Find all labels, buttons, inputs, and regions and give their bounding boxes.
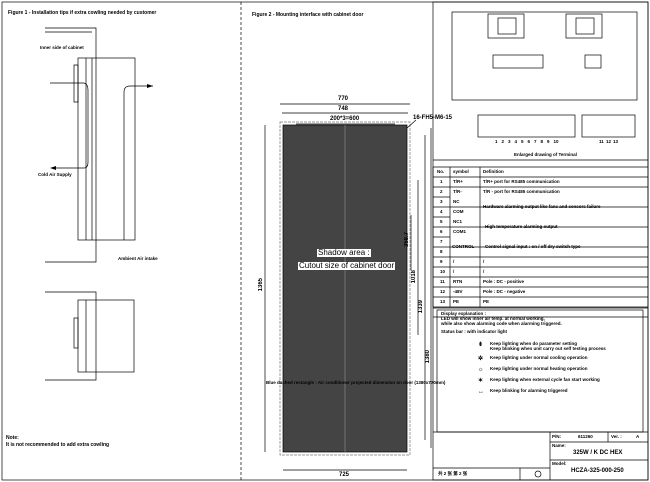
terminal-pin-label: 7: [534, 139, 537, 144]
status-indicator-text: Keep lighting when external cycle fan st…: [490, 377, 600, 382]
ver-value: A: [636, 434, 640, 439]
status-indicator-icon: ✶: [478, 378, 484, 384]
table-row-definition: /: [483, 259, 485, 264]
nc1-com1-definition: High temperature alarming output: [485, 224, 558, 229]
status-bar-text: Status bar : with indicator light: [441, 329, 508, 334]
dim-600: 200*3=600: [330, 116, 360, 122]
table-row-symbol: T/R-: [453, 189, 462, 194]
table-row-no: 7: [440, 239, 443, 244]
table-row-definition: T/R - port for RS485 communication: [483, 189, 560, 194]
ver-label: Ver. :: [611, 434, 622, 439]
status-indicator-icon: ⇟: [478, 342, 484, 348]
table-row-symbol: COM1: [453, 229, 467, 234]
table-header: symbol: [453, 169, 469, 174]
dim-770: 770: [338, 96, 349, 102]
terminal-pin-label: 8: [540, 139, 544, 144]
model-value: HCZA-325-000-250: [571, 468, 624, 474]
terminal-pin-label: 3: [508, 139, 511, 144]
table-row-no: 12: [440, 289, 446, 294]
table-row-symbol: NC1: [453, 219, 463, 224]
status-indicator-text: Keep lighting under normal heating opera…: [490, 366, 588, 371]
sheet-count: 共 2 张 第 2 张: [438, 471, 468, 476]
table-row-symbol: RTN: [453, 279, 463, 284]
figure2-title: Figure 2 - Mounting interface with cabin…: [252, 12, 364, 18]
table-row-no: 1: [440, 179, 443, 184]
status-indicator-text: Keep lighting under normal cooling opera…: [490, 355, 588, 360]
dim-1339: 1339: [418, 300, 424, 314]
status-indicator-text: Keep blinking for alarming triggered: [490, 388, 568, 393]
table-row-no: 9: [440, 259, 443, 264]
display-line1: LED will show inner air temp. at normal …: [441, 316, 545, 321]
terminal-pin-label: 5: [521, 139, 524, 144]
control-definition: Control signal input : on / off dry swit…: [485, 244, 581, 249]
product-name: 325W / K DC HEX: [573, 450, 623, 456]
table-row-definition: Pole : DC - positive: [483, 279, 525, 284]
nc-com-definition: Hardware alarming output like fans and s…: [483, 204, 601, 209]
pn-label: P/N:: [552, 434, 561, 439]
terminal-pin-label: 11: [599, 139, 604, 144]
terminal-pin-label: 6: [527, 139, 531, 144]
display-title: Display explanation :: [441, 311, 487, 316]
terminal-pin-label: 10: [553, 139, 559, 144]
model-label: Model:: [552, 461, 567, 466]
table-row-no: 4: [440, 209, 443, 214]
table-row-symbol: -48V: [453, 289, 463, 294]
table-header: No.: [437, 169, 445, 174]
table-header: Definition: [483, 169, 504, 174]
table-row-no: 6: [440, 229, 443, 234]
table-row-no: 3: [440, 199, 443, 204]
status-indicator-text: Keep blinking when unit carry out self t…: [490, 346, 606, 351]
table-row-no: 10: [440, 269, 446, 274]
name-label: Name:: [552, 443, 566, 448]
holes-label: 16-FH5-M6-15: [413, 115, 453, 121]
ambient-air-label: Ambient Air intake: [118, 256, 158, 261]
display-line2: while also show alarming code when alarm…: [441, 321, 562, 326]
table-row-no: 13: [440, 299, 446, 304]
control-symbol: CONTROL: [452, 244, 475, 249]
dim-358: 358.7: [404, 232, 410, 248]
note-text: It is not recommended to add extra cowli…: [6, 442, 110, 448]
terminal-caption: Enlarged drawing of Terminal: [514, 152, 577, 157]
table-row-definition: Pole : DC - negative: [483, 289, 526, 294]
figure2-note: Blue dashed rectangle : Air conditioner …: [266, 380, 446, 385]
dim-1380: 1380: [425, 350, 431, 364]
table-row-no: 11: [440, 279, 445, 284]
table-row-symbol: /: [453, 269, 455, 274]
terminal-pin-label: 12: [606, 139, 612, 144]
cold-air-label: Cold Air Supply: [38, 172, 72, 177]
dim-1365: 1365: [258, 278, 264, 292]
dim-748: 748: [338, 106, 349, 112]
table-row-symbol: COM: [453, 209, 464, 214]
table-row-definition: /: [483, 269, 485, 274]
note-title: Note:: [6, 435, 19, 441]
table-row-no: 2: [440, 189, 443, 194]
terminal-pin-label: 1: [495, 139, 498, 144]
table-row-definition: T/R+ port for RS485 communication: [483, 179, 560, 184]
dim-725: 725: [339, 472, 350, 478]
table-row-definition: PE: [483, 299, 490, 304]
status-indicator-icon: ☼: [478, 367, 484, 373]
terminal-pin-label: 9: [547, 139, 550, 144]
table-row-symbol: /: [453, 259, 455, 264]
cutout-label: Cutout size of cabinet door: [298, 261, 396, 270]
table-row-symbol: T/R+: [453, 179, 463, 184]
inner-side-label: Inner side of cabinet: [40, 45, 84, 50]
table-row-no: 5: [440, 219, 443, 224]
status-indicator-text: Keep lighting when do parameter setting: [490, 341, 578, 346]
table-row-no: 8: [440, 249, 443, 254]
dim-1018: 1018: [411, 270, 417, 284]
status-indicator-icon: ↔: [478, 389, 484, 395]
status-indicator-icon: ✲: [478, 356, 484, 362]
terminal-pin-label: 4: [514, 139, 518, 144]
shadow-label: Shadow area :: [317, 248, 371, 257]
terminal-pin-label: 2: [501, 139, 505, 144]
terminal-pin-label: 13: [613, 139, 619, 144]
pn-value: 611260: [578, 434, 593, 439]
figure1-title: Figure 1 - Installation tips if extra co…: [8, 10, 157, 16]
table-row-symbol: NC: [453, 199, 460, 204]
table-row-symbol: PE: [453, 299, 460, 304]
